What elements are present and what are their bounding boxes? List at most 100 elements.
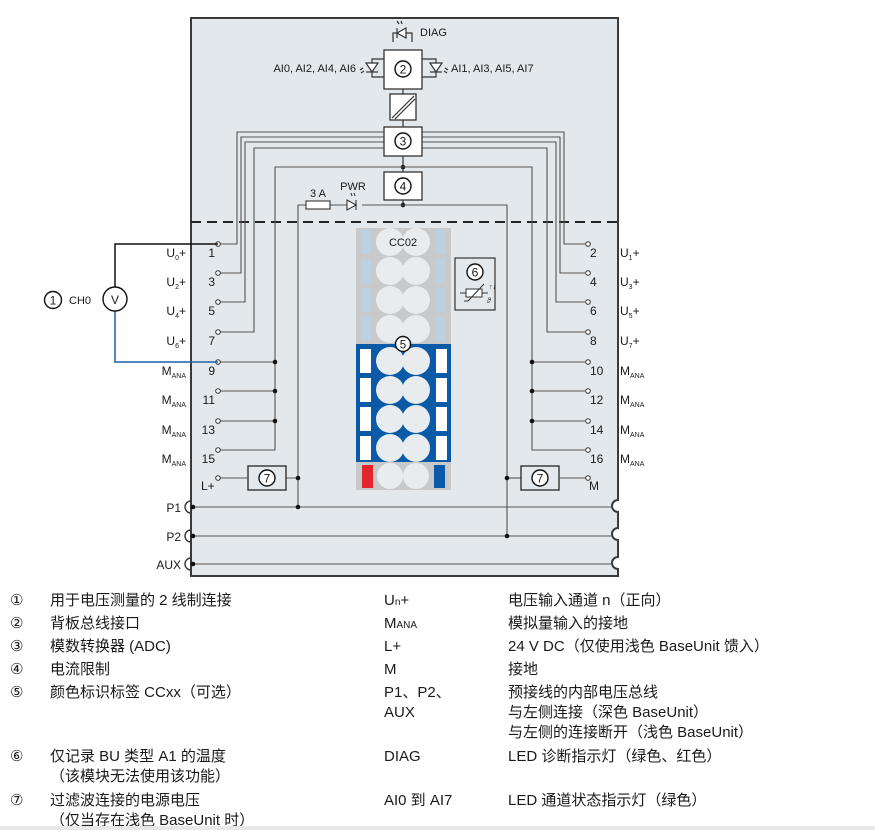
terminal-signal: MANA <box>620 452 645 468</box>
legend-term-name: M <box>384 661 397 678</box>
terminal-signal: U2+ <box>166 275 186 291</box>
terminal-number: 2 <box>590 246 597 260</box>
legend-item-text: 模数转换器 (ADC) <box>50 638 171 655</box>
terminal-number: 10 <box>590 364 604 378</box>
voltmeter-icon <box>102 286 128 312</box>
callout-2: 2 <box>400 63 407 77</box>
legend-item: ③ 模数转换器 (ADC) <box>0 637 875 657</box>
terminal-signal: U6+ <box>166 334 186 350</box>
callout-7-left: 7 <box>264 472 271 486</box>
legend-term-name: AI0 到 AI7 <box>384 792 453 809</box>
legend-callout-number: ① <box>10 592 24 609</box>
adc-channel-wires <box>220 131 585 333</box>
legend-term-description-line3: 与左侧的连接断开（浅色 BaseUnit） <box>508 724 754 741</box>
legend-term: L+ 24 V DC（仅使用浅色 BaseUnit 馈入） <box>0 637 875 657</box>
terminal-number: 11 <box>203 393 216 407</box>
mana-rails <box>220 166 585 451</box>
legend-callout-number: ⑦ <box>10 792 24 809</box>
legend-term-description: 预接线的内部电压总线 <box>508 684 659 701</box>
terminal-number: 1 <box>208 246 215 260</box>
terminal-signal: MANA <box>620 364 645 380</box>
terminal-signal: U0+ <box>166 246 186 262</box>
terminal-number: 8 <box>590 334 597 348</box>
bus-aux-label: AUX <box>156 558 181 572</box>
legend-term-description: LED 通道状态指示灯（绿色） <box>508 792 707 809</box>
terminal-number: 5 <box>208 304 215 318</box>
legend-term-name: DIAG <box>384 748 421 765</box>
sensor-positive-wire <box>114 243 218 287</box>
color-code-label <box>356 228 451 490</box>
terminal-number: 4 <box>590 275 597 289</box>
terminal-signal: MANA <box>162 364 187 380</box>
diag-label: DIAG <box>420 27 447 39</box>
terminal-signal: U5+ <box>620 304 640 320</box>
svg-text:ϑ: ϑ <box>487 298 492 305</box>
legend-item-text: 背板总线接口 <box>50 615 141 632</box>
bottom-divider <box>0 826 875 830</box>
terminal-signal: U1+ <box>620 246 640 262</box>
terminal-number: 13 <box>202 423 216 437</box>
callout-7-right: 7 <box>537 472 544 486</box>
legend-term-name: L+ <box>384 638 402 655</box>
callout-3: 3 <box>400 135 407 149</box>
callout-4: 4 <box>400 180 407 194</box>
fuse-icon <box>305 200 331 210</box>
right-terminal: 12 MANA <box>585 388 645 409</box>
left-terminal: 3 U2+ <box>166 270 221 291</box>
legend-callout-number: ② <box>10 615 24 632</box>
legend-term-description: 电压输入通道 n（正向） <box>508 592 671 609</box>
bus-p1-label: P1 <box>166 501 181 515</box>
legend-term-name: Un+ <box>384 592 410 609</box>
terminal-signal: MANA <box>620 393 645 409</box>
terminal-number: 12 <box>590 393 604 407</box>
bus-p2-label: P2 <box>166 530 181 544</box>
callout-1-circle <box>43 290 63 310</box>
color-code-text: CC02 <box>389 237 417 249</box>
terminal-signal: MANA <box>162 452 187 468</box>
legend-term: Un+ 电压输入通道 n（正向） <box>0 591 875 611</box>
callout-5: 5 <box>400 340 406 352</box>
legend-term: AI0 到 AI7 LED 通道状态指示灯（绿色） <box>0 791 875 811</box>
right-terminal: 16 MANA <box>585 447 645 468</box>
terminal-signal: MANA <box>620 423 645 439</box>
legend-term-name: P1、P2、 <box>384 684 451 701</box>
legend-item-text: 电流限制 <box>50 661 111 678</box>
terminal-number: 14 <box>590 423 604 437</box>
m-terminal: M <box>589 479 599 493</box>
legend-item-text-line2: （该模块无法使用该功能） <box>50 768 231 785</box>
legend-term-description: 模拟量输入的接地 <box>508 615 629 632</box>
callout-5-circle <box>394 335 412 353</box>
l-plus-terminal: L+ <box>201 479 215 493</box>
legend-term-description-line2: 与左侧连接（深色 BaseUnit） <box>508 704 709 721</box>
pwr-label: PWR <box>340 181 366 193</box>
legend-term-description: 24 V DC（仅使用浅色 BaseUnit 馈入） <box>508 638 769 655</box>
legend-term-subscript: n <box>394 597 401 608</box>
right-terminal: 2 U1+ <box>585 241 640 262</box>
legend-item-text: 仅记录 BU 类型 A1 的温度 <box>50 748 226 765</box>
right-terminal: 10 MANA <box>585 359 645 380</box>
terminal-signal: U7+ <box>620 334 640 350</box>
legend-item-text: 过滤波连接的电源电压 <box>50 792 201 809</box>
legend-term-description: LED 诊断指示灯（绿色、红色） <box>508 748 722 765</box>
callout-1: 1 <box>50 294 57 308</box>
isolation-icon <box>389 93 417 121</box>
legend-callout-number: ⑤ <box>10 684 24 701</box>
terminal-number: 16 <box>590 452 604 466</box>
terminal-number: 3 <box>208 275 215 289</box>
legend-term-subscript: ANA <box>396 620 418 631</box>
callout-3-circle <box>394 132 412 150</box>
diag-led-icon <box>392 20 413 42</box>
left-led-label: AI0, AI2, AI4, AI6 <box>273 63 356 75</box>
voltmeter-label: V <box>111 293 119 307</box>
legend-callout-number: ③ <box>10 638 24 655</box>
terminal-number: 6 <box>590 304 597 318</box>
right-terminal: 6 U5+ <box>585 299 640 320</box>
